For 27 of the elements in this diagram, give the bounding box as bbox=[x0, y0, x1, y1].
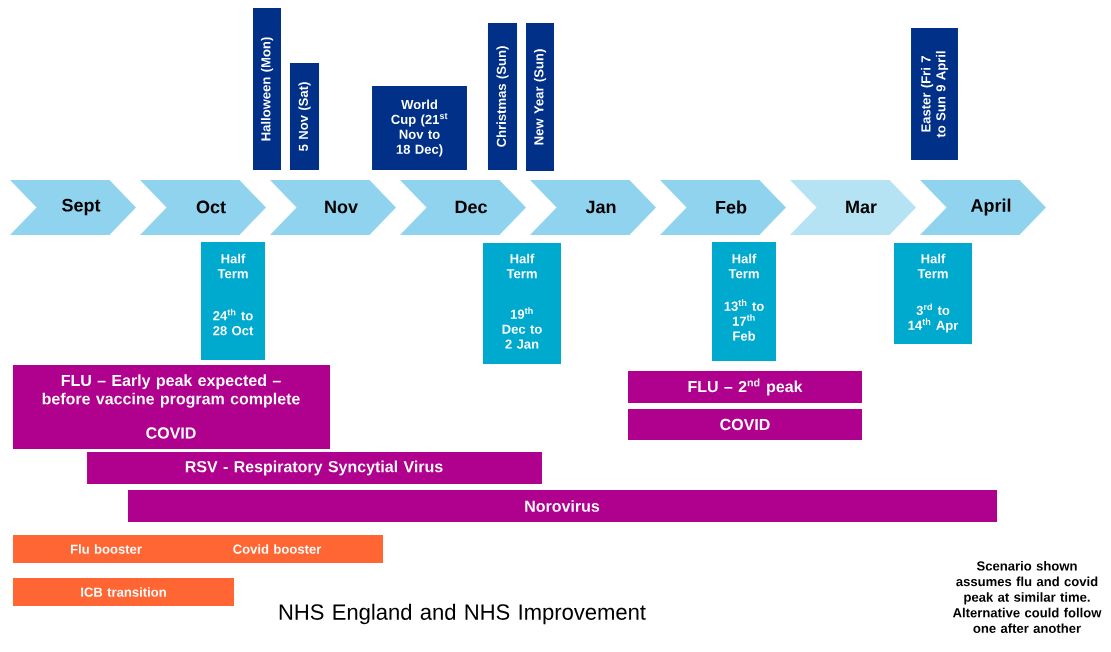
transition-bar: ICB transition bbox=[12, 578, 235, 606]
half-term-box: Half Term 24$^{th}$ to 28 Oct bbox=[201, 242, 265, 360]
disease-bar: Norovirus bbox=[127, 490, 998, 522]
month-segment: Oct bbox=[140, 180, 266, 235]
disease-bar: FLU – 2$^{nd}$ peak bbox=[628, 371, 862, 403]
month-segment: Mar bbox=[790, 180, 916, 235]
disease-bar: RSV - Respiratory Syncytial Virus bbox=[87, 452, 542, 484]
note-text: Scenario shown assumes flu and covid peak at similar time. Alternative could follow one after another bbox=[952, 561, 1102, 633]
month-segment: Nov bbox=[270, 180, 396, 235]
month-segment: Feb bbox=[660, 180, 786, 235]
half-term-box: Half Term 13$^{th}$ to 17$^{th}$ Feb bbox=[712, 242, 776, 361]
half-term-box: Half Term 3$^{rd}$ to 14$^{th}$ Apr bbox=[894, 242, 972, 345]
month-segment: April bbox=[920, 180, 1046, 235]
footer-text: NHS England and NHS Improvement bbox=[279, 603, 646, 625]
vaccine-bar: Flu booster Covid booster bbox=[13, 535, 383, 563]
event-box: 5 Nov (Sat) bbox=[289, 63, 320, 170]
month-segment: Sept bbox=[10, 180, 136, 235]
disease-bar: FLU – Early peak expected – before vaccine program complete COVID bbox=[12, 365, 331, 449]
event-box: World Cup (21$^{st}$ Nov to 18 Dec) bbox=[372, 86, 467, 170]
event-box: Easter (Fri 7 to Sun 9 April bbox=[911, 28, 958, 160]
month-segment: Jan bbox=[530, 180, 656, 235]
event-box: Halloween (Mon) bbox=[253, 8, 281, 170]
disease-bar: COVID bbox=[628, 409, 862, 440]
event-box: Christmas (Sun) bbox=[487, 23, 518, 170]
half-term-box: Half Term 19$^{th}$ Dec to 2 Jan bbox=[483, 242, 561, 365]
month-segment: Dec bbox=[400, 180, 526, 235]
event-box: New Year (Sun) bbox=[526, 23, 554, 171]
